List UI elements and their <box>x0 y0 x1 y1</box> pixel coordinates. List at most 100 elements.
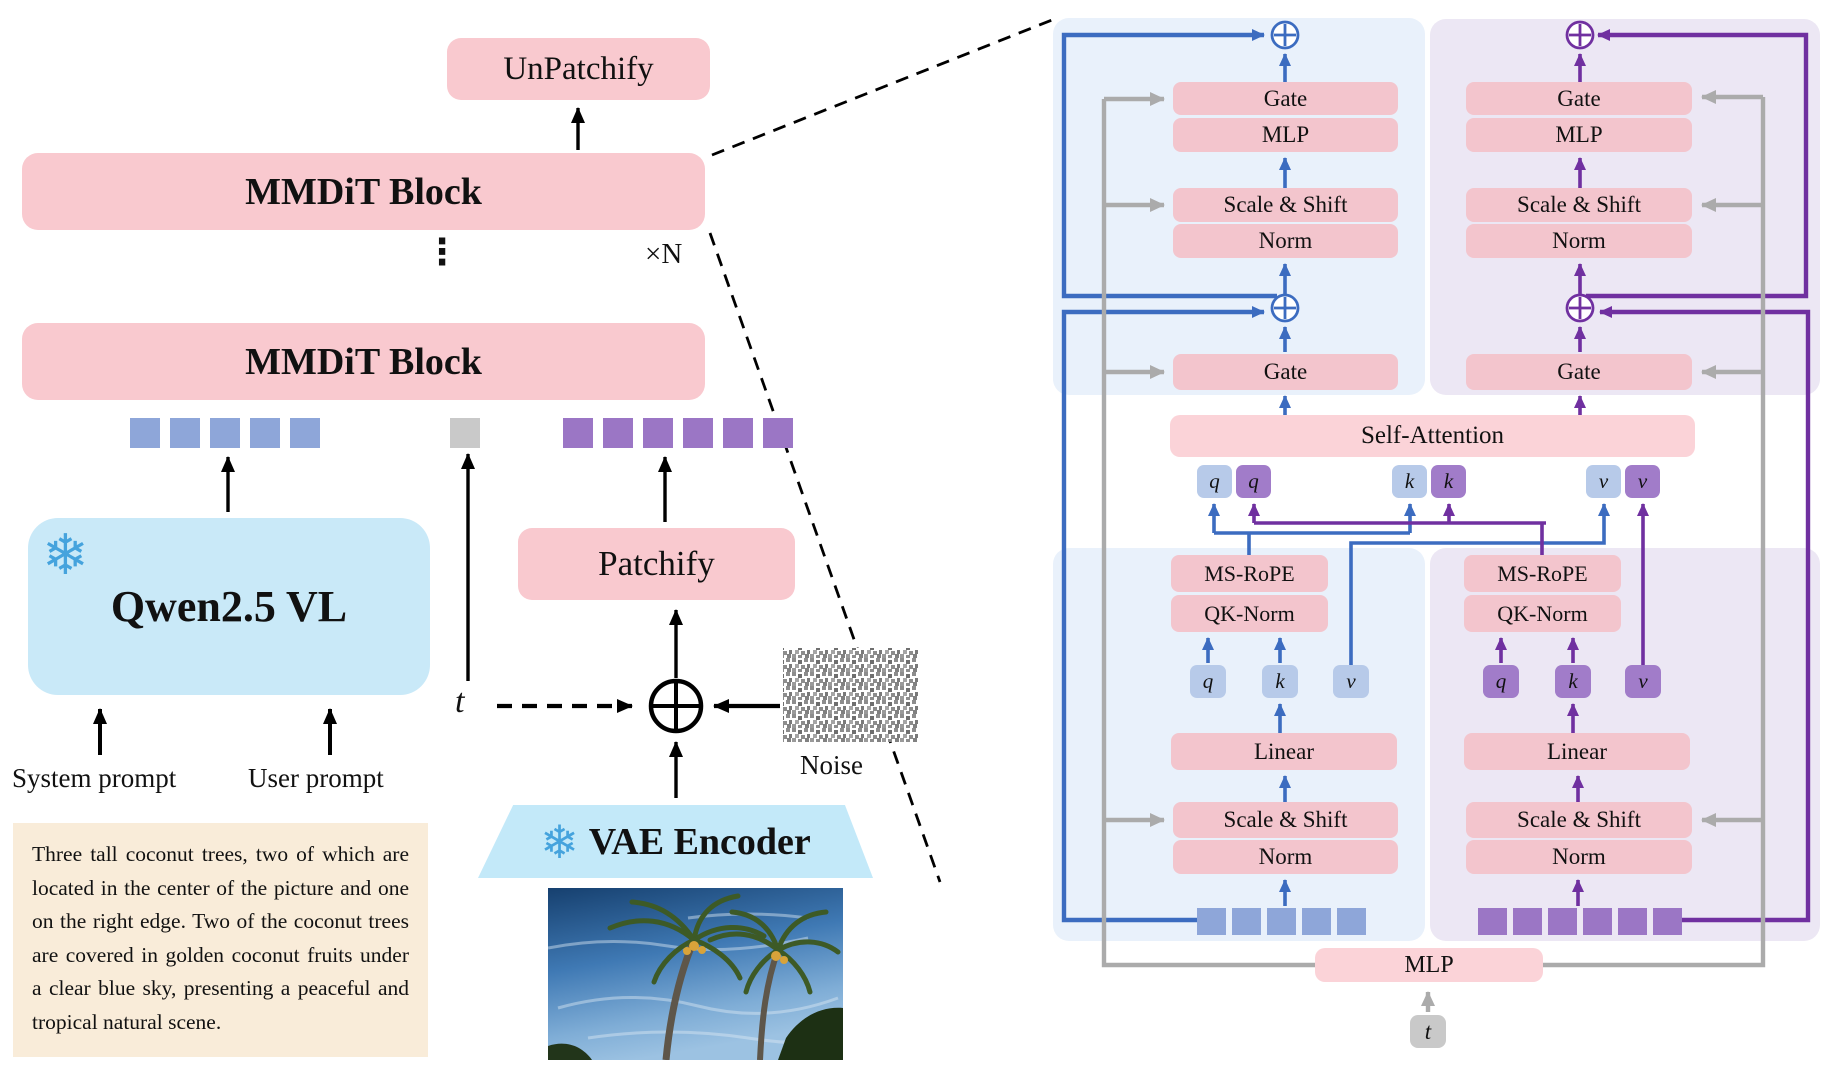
image-token <box>1513 908 1542 935</box>
k-label: k <box>1404 469 1415 493</box>
image-qk-norm-box: QK-Norm <box>1464 595 1621 632</box>
user-prompt-label: User prompt <box>248 763 384 793</box>
image-token <box>1583 908 1612 935</box>
image-q-fused-chip: q <box>1236 465 1271 498</box>
text-scale-shift-top-box: Scale & Shift <box>1173 188 1398 222</box>
image-token <box>603 418 633 448</box>
text-token <box>1302 908 1331 935</box>
image-scale-shift-bot-label: Scale & Shift <box>1517 807 1641 832</box>
unpatchify-label: UnPatchify <box>503 50 654 87</box>
snowflake-icon: ❄ <box>42 523 89 588</box>
v-label: v <box>1598 469 1609 493</box>
image-v-chip: v <box>1625 665 1661 698</box>
vae-encoder-box: ❄ VAE Encoder <box>478 805 873 878</box>
system-prompt-label: System prompt <box>12 763 177 793</box>
image-norm-top-label: Norm <box>1552 228 1606 253</box>
text-linear-box: Linear <box>1171 733 1397 770</box>
mmdit-block-bottom-label: MMDiT Block <box>245 340 482 383</box>
text-gate-top-box: Gate <box>1173 82 1398 115</box>
image-token <box>563 418 593 448</box>
image-token <box>1478 908 1507 935</box>
image-norm-bot-box: Norm <box>1466 840 1692 874</box>
times-n-label: ×N <box>645 238 683 270</box>
timestep-mlp-label: MLP <box>1404 951 1454 978</box>
image-ms-rope-box: MS-RoPE <box>1464 555 1621 592</box>
text-gate-mid-box: Gate <box>1173 354 1398 390</box>
prompt-text-box: Three tall coconut trees, two of which a… <box>13 823 428 1057</box>
vae-encoder-label: VAE Encoder <box>588 820 811 863</box>
text-token <box>210 418 240 448</box>
timestep-token <box>450 418 480 448</box>
snowflake-icon: ❄ <box>540 814 579 869</box>
k-label: k <box>1443 469 1454 493</box>
image-linear-box: Linear <box>1464 733 1690 770</box>
mmdit-block-top-label: MMDiT Block <box>245 170 482 213</box>
image-scale-shift-bot-box: Scale & Shift <box>1466 802 1692 838</box>
text-ms-rope-label: MS-RoPE <box>1204 560 1295 586</box>
image-mlp-top-label: MLP <box>1555 122 1603 147</box>
image-token <box>1653 908 1682 935</box>
prompt-text: Three tall coconut trees, two of which a… <box>32 842 409 1034</box>
text-ms-rope-box: MS-RoPE <box>1171 555 1328 592</box>
text-mlp-top-box: MLP <box>1173 118 1398 152</box>
text-linear-label: Linear <box>1253 738 1314 764</box>
v-label: v <box>1638 669 1648 693</box>
text-stream-wires <box>1061 29 1610 923</box>
self-attention-box: Self-Attention <box>1170 415 1695 457</box>
text-token <box>1337 908 1366 935</box>
text-gate-mid-label: Gate <box>1263 359 1308 384</box>
image-token <box>723 418 753 448</box>
q-label: q <box>1202 669 1214 693</box>
patchify-box: Patchify <box>518 528 795 600</box>
text-token <box>1232 908 1261 935</box>
q-label: q <box>1209 469 1220 493</box>
self-attention-label: Self-Attention <box>1360 422 1505 449</box>
left-arrows <box>93 107 780 798</box>
text-norm-bot-label: Norm <box>1258 844 1313 869</box>
image-gate-mid-box: Gate <box>1466 354 1692 390</box>
text-token <box>290 418 320 448</box>
text-norm-top-box: Norm <box>1173 224 1398 258</box>
residual-add-icons <box>1270 20 1595 323</box>
vertical-ellipsis: ⋮ <box>424 232 460 273</box>
modulation-wires <box>1101 90 1766 1012</box>
text-token <box>1267 908 1296 935</box>
text-scale-shift-bot-label: Scale & Shift <box>1223 807 1348 832</box>
image-token <box>683 418 713 448</box>
image-scale-shift-top-label: Scale & Shift <box>1517 192 1641 217</box>
unpatchify-box: UnPatchify <box>447 38 710 100</box>
image-norm-top-box: Norm <box>1466 224 1692 258</box>
k-label: k <box>1568 669 1578 693</box>
text-token <box>170 418 200 448</box>
image-mlp-top-box: MLP <box>1466 118 1692 152</box>
image-stream-wires <box>1248 29 1811 923</box>
text-norm-top-label: Norm <box>1258 228 1313 253</box>
text-gate-top-label: Gate <box>1263 85 1308 111</box>
image-gate-top-label: Gate <box>1557 85 1601 111</box>
image-qk-norm-label: QK-Norm <box>1497 600 1588 626</box>
timestep-t-label: t <box>455 683 465 720</box>
noise-label: Noise <box>800 750 863 780</box>
q-label: q <box>1248 469 1259 493</box>
text-k-chip: k <box>1262 665 1298 698</box>
image-q-chip: q <box>1483 665 1519 698</box>
text-mlp-top-label: MLP <box>1261 122 1310 147</box>
image-token <box>643 418 673 448</box>
text-q-fused-chip: q <box>1197 465 1232 498</box>
noise-patch <box>783 648 918 742</box>
k-label: k <box>1275 669 1285 693</box>
image-token <box>1618 908 1647 935</box>
text-qk-norm-label: QK-Norm <box>1204 600 1295 626</box>
qwen-encoder-box: Qwen2.5 VL <box>28 518 430 695</box>
image-linear-label: Linear <box>1546 738 1607 764</box>
zoom-connector-lines <box>708 18 1053 883</box>
palm-trees-photo <box>548 888 843 1060</box>
image-norm-bot-label: Norm <box>1552 844 1606 869</box>
image-k-fused-chip: k <box>1431 465 1466 498</box>
text-token <box>130 418 160 448</box>
v-label: v <box>1637 469 1648 493</box>
image-gate-top-box: Gate <box>1466 82 1692 115</box>
text-qk-norm-box: QK-Norm <box>1171 595 1328 632</box>
timestep-mlp-box: MLP <box>1315 948 1543 982</box>
